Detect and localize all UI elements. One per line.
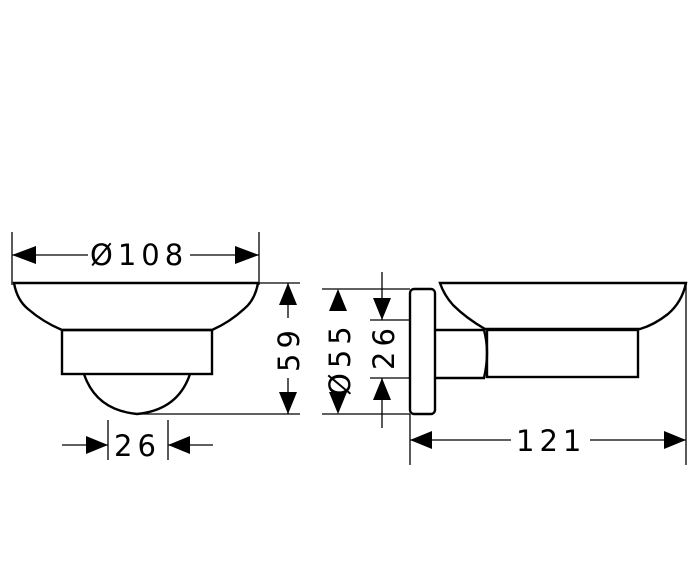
side-holder (485, 328, 640, 379)
dimension-projection: 121 (409, 283, 687, 465)
dim-label-holder-depth: 26 (114, 429, 161, 463)
front-dish (12, 281, 260, 332)
dimension-dish-diameter: Ø108 (11, 232, 260, 285)
dim-label-projection: 121 (516, 424, 586, 458)
side-rosette (408, 287, 437, 416)
front-holder (60, 328, 214, 376)
side-view (408, 281, 688, 416)
dimension-holder-height: 26 (367, 272, 410, 428)
front-view (12, 281, 260, 416)
dim-label-holder-height: 26 (367, 323, 401, 370)
side-dish (438, 281, 688, 331)
dim-label-rosette-diameter: Ø55 (323, 321, 357, 396)
dimension-height: 59 (137, 282, 306, 415)
dimension-holder-depth: 26 (62, 420, 213, 463)
side-arm (435, 328, 489, 380)
dim-label-height: 59 (272, 325, 306, 372)
dimension-rosette-diameter: Ø55 (322, 288, 410, 415)
dim-label-dish-diameter: Ø108 (90, 238, 188, 272)
front-base-dome (82, 373, 192, 416)
